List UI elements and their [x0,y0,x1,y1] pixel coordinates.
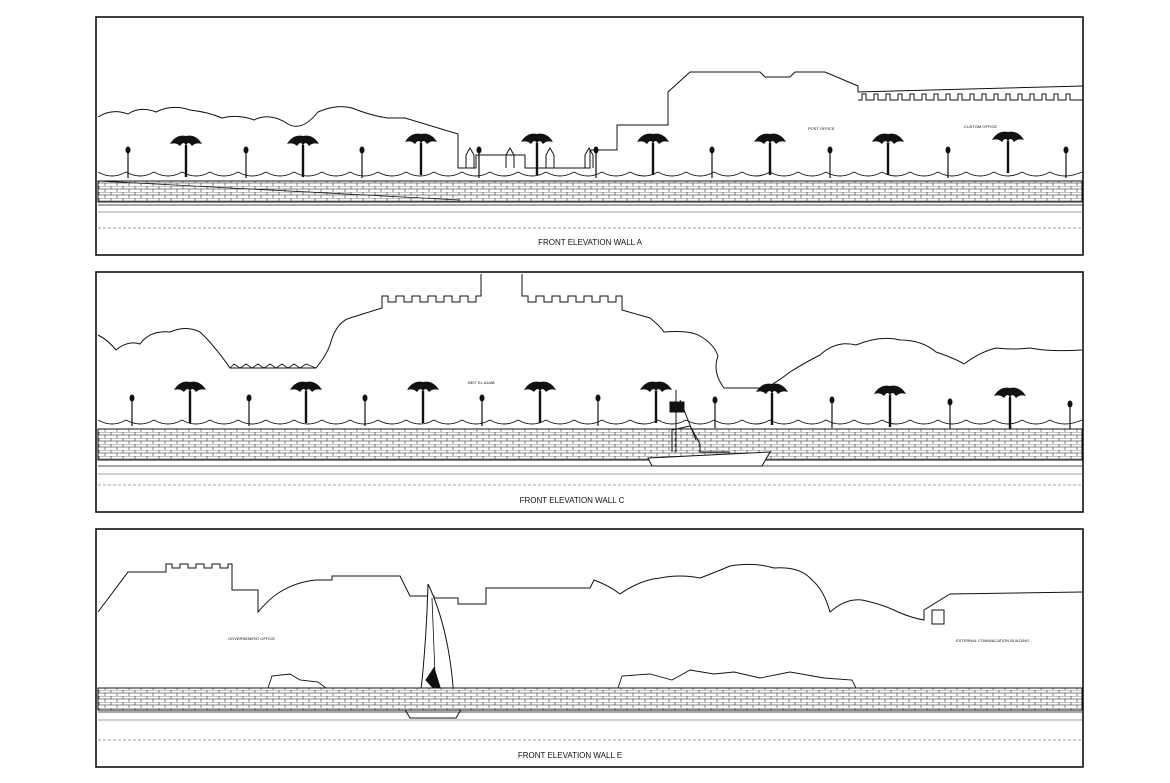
panel-wall-a: POST OFFICE CUSTOM OFFICE FRONT ELEVATIO… [95,16,1084,256]
skyline-outline [97,274,1083,389]
railing-chain [97,419,1083,425]
panel-frame [95,271,1084,513]
ramp-line [97,180,461,201]
panel-wall-e: GOVERNEMENT OFFICE EXTERNAL COMUNICATION… [95,528,1084,768]
sea-wall [97,180,1083,203]
spires [465,146,594,168]
lamp-row [125,146,1069,178]
shoreline-vegetation [267,673,328,689]
battlement [858,93,1083,101]
building-label-post-office: POST OFFICE [808,126,835,131]
panel-title: FRONT ELEVATION WALL A [538,238,643,247]
panel-title: FRONT ELEVATION WALL E [518,751,622,760]
skyline-outline [97,71,1084,169]
building-label-custom-office: CUSTOM OFFICE [964,124,997,129]
sea-wall [97,687,1083,711]
building-label-government-office: GOVERNEMENT OFFICE [228,636,275,641]
panel-frame [95,528,1084,768]
palm-row [170,131,1024,177]
palm-row [174,381,1026,429]
sea-wall [97,428,1083,461]
panel-frame [95,16,1084,256]
railing-chain [97,171,1083,177]
building-label-beit-el-ajaib: BEIT EL AJAIB [468,380,495,385]
panel-title: FRONT ELEVATION WALL C [520,496,625,505]
panel-wall-c: BEIT EL AJAIB FRONT ELEVATION WALL C [95,271,1084,513]
lamp-row [129,394,1073,432]
building-label-external-communication: EXTERNAL COMUNICATION BUILDING [956,638,1029,643]
skyline-outline [97,563,1083,621]
shoreline-vegetation [617,669,857,689]
battlement [229,363,317,369]
small-building [931,609,945,625]
